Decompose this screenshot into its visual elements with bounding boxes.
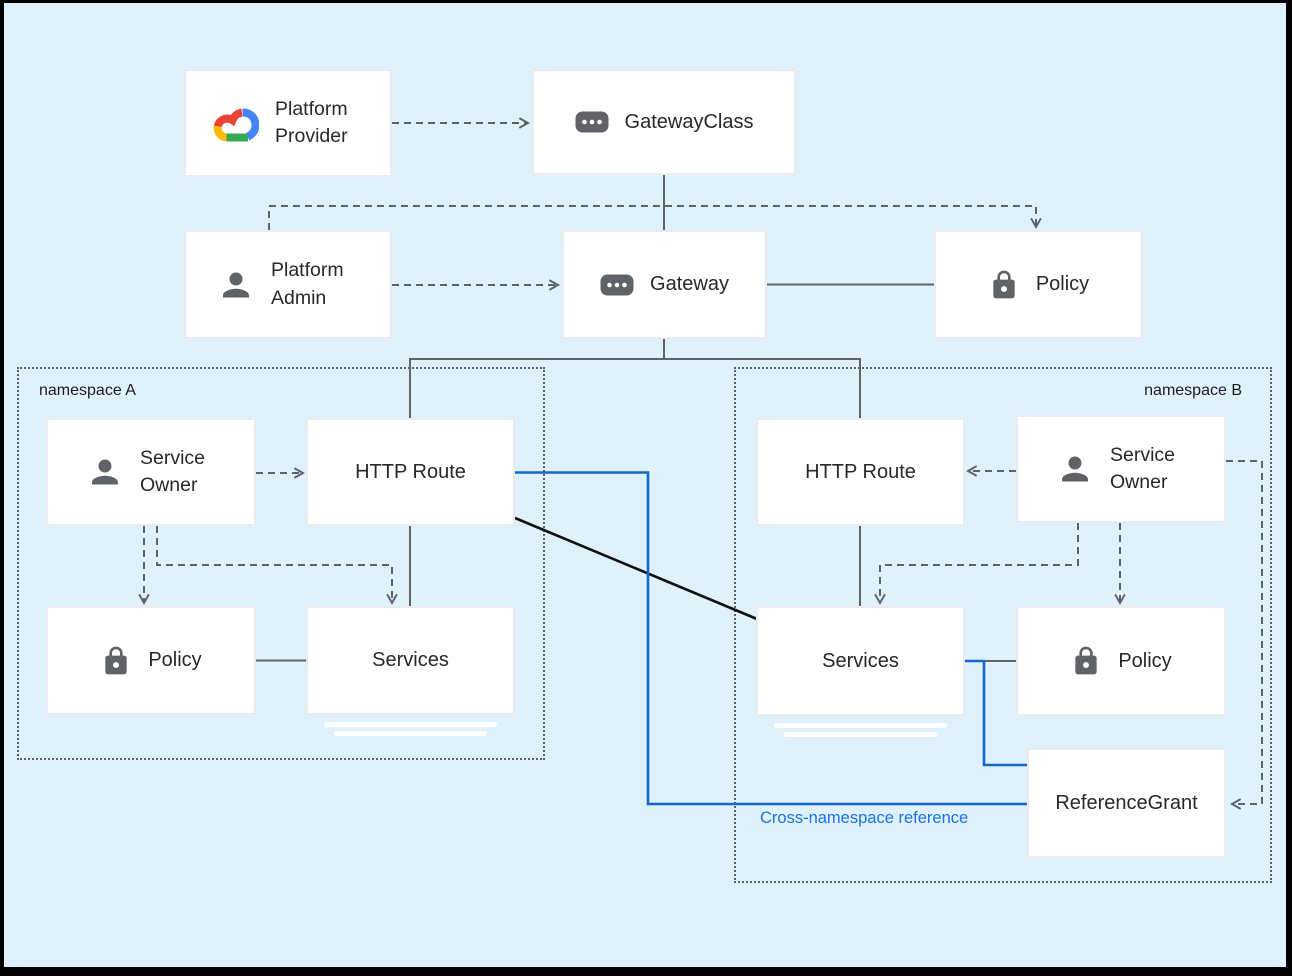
- node-service-owner-a: Service Owner: [46, 418, 256, 526]
- node-services-b: Services: [756, 606, 965, 716]
- lock-icon: [1070, 644, 1102, 678]
- node-label: Policy: [1035, 273, 1090, 295]
- node-label: Services: [372, 649, 449, 671]
- node-service-owner-b: Service Owner: [1016, 415, 1226, 523]
- node-policy-a: Policy: [46, 606, 256, 715]
- arrow-platformadmin-policy: [268, 205, 1042, 230]
- namespace-b-boundary: [734, 367, 1272, 883]
- gateway-chip-icon: [600, 274, 634, 296]
- node-platform-provider: Platform Provider: [184, 69, 392, 177]
- node-label: HTTP Route: [355, 460, 466, 483]
- node-label: ReferenceGrant: [1055, 791, 1198, 814]
- node-label: GatewayClass: [624, 110, 754, 133]
- services-b-stack-line: [784, 732, 937, 737]
- cross-namespace-link-services-b-referencegrant: [964, 659, 1028, 767]
- node-label: Services: [822, 649, 899, 672]
- node-label: Service Owner: [1110, 443, 1176, 493]
- node-label: Policy: [1118, 649, 1172, 672]
- node-gateway: Gateway: [562, 230, 767, 339]
- node-http-route-b: HTTP Route: [756, 418, 965, 526]
- arrow-serviceowner-a-services-a: [156, 526, 398, 605]
- node-policy-b: Policy: [1016, 606, 1226, 716]
- arrow-serviceowner-b-services-b: [874, 523, 1079, 605]
- services-a-stack-line: [324, 722, 497, 727]
- node-label: HTTP Route: [805, 460, 916, 483]
- lock-icon: [100, 644, 132, 678]
- node-platform-admin: Platform Admin: [184, 230, 392, 339]
- namespace-b-label: namespace B: [1144, 382, 1242, 399]
- lock-icon: [988, 268, 1020, 302]
- node-label: Platform Admin: [271, 259, 344, 309]
- node-gateway-class: GatewayClass: [532, 69, 796, 175]
- arrow-serviceowner-b-referencegrant: [1226, 460, 1263, 810]
- node-services-a: Services: [306, 606, 515, 715]
- person-icon: [1056, 450, 1094, 488]
- person-icon: [217, 266, 255, 304]
- node-label: Gateway: [650, 273, 729, 295]
- cross-namespace-link-httproute-a-referencegrant: [515, 471, 1028, 806]
- gateway-chip-icon: [575, 111, 609, 133]
- node-label: Platform Provider: [275, 97, 348, 147]
- connector-httproute-a-services-b-direct: [514, 516, 758, 621]
- node-reference-grant: ReferenceGrant: [1027, 748, 1226, 858]
- connector-layer: [138, 117, 1263, 810]
- google-cloud-icon: [213, 102, 259, 144]
- cross-namespace-reference-label: Cross-namespace reference: [760, 809, 969, 827]
- node-http-route-a: HTTP Route: [306, 418, 515, 526]
- node-policy-top: Policy: [934, 230, 1143, 339]
- namespace-a-boundary: [17, 367, 545, 760]
- services-b-stack-line: [774, 723, 947, 728]
- namespace-a-label: namespace A: [39, 382, 136, 399]
- services-a-stack-line: [334, 731, 487, 736]
- node-label: Service Owner: [140, 446, 206, 496]
- person-icon: [86, 453, 124, 491]
- node-label: Policy: [148, 649, 202, 671]
